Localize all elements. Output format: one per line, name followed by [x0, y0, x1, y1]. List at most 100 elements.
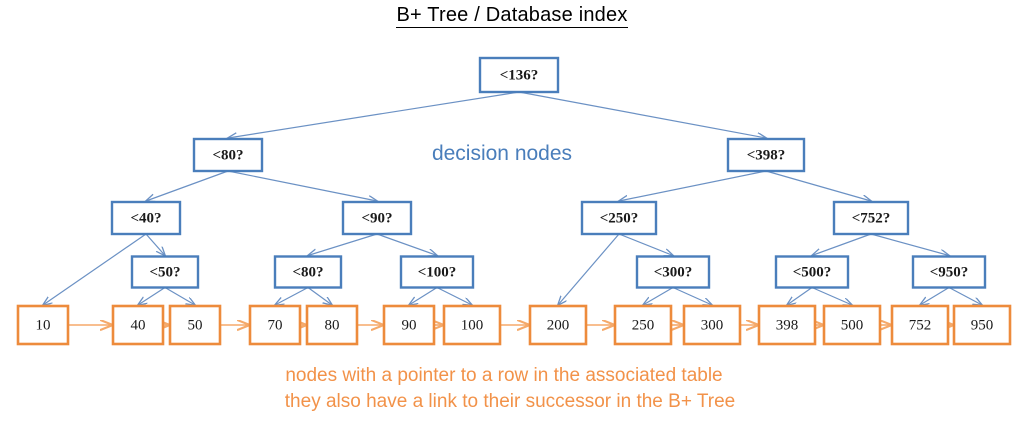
leaf-node[interactable]: 752 — [890, 304, 950, 346]
leaf-node-box — [528, 304, 588, 346]
tree-edge — [145, 233, 165, 256]
tree-edge — [948, 286, 982, 306]
decision-nodes-annotation: decision nodes — [432, 142, 572, 165]
decision-node-label: <300? — [654, 264, 693, 280]
tree-edge — [618, 233, 673, 256]
leaf-node-label: 50 — [188, 317, 203, 333]
leaf-node-box — [168, 304, 222, 346]
tree-edge — [811, 286, 852, 306]
decision-node[interactable]: <250? — [580, 200, 658, 236]
decision-node-box — [110, 200, 182, 236]
page-title-text: B+ Tree / Database index — [396, 4, 628, 28]
leaf-node-box — [382, 304, 436, 346]
decision-node[interactable]: <752? — [832, 200, 910, 236]
leaf-node[interactable]: 500 — [822, 304, 882, 346]
tree-edge — [518, 91, 766, 138]
decision-node[interactable]: <100? — [399, 255, 475, 289]
decision-node[interactable]: <398? — [726, 137, 806, 173]
tree-edge — [275, 286, 309, 306]
tree-edge — [558, 233, 620, 305]
tree-edge — [164, 286, 195, 306]
decision-node-box — [726, 137, 806, 173]
leaf-node[interactable]: 10 — [16, 304, 70, 346]
decision-node-label: <950? — [930, 264, 969, 280]
leaf-node[interactable]: 70 — [248, 304, 302, 346]
decision-node-box — [832, 200, 910, 236]
tree-edge — [409, 286, 438, 306]
leaf-node-label: 40 — [131, 317, 146, 333]
tree-edge — [812, 233, 872, 256]
leaf-node-label: 398 — [776, 317, 799, 333]
decision-node-box — [911, 255, 987, 289]
decision-node-label: <80? — [212, 147, 243, 163]
decision-node[interactable]: <90? — [341, 200, 413, 236]
leaf-node[interactable]: 50 — [168, 304, 222, 346]
decision-node-box — [130, 255, 200, 289]
leaf-node-box — [757, 304, 817, 346]
leaf-node-label: 752 — [909, 317, 932, 333]
page-title: B+ Tree / Database index — [0, 4, 1024, 28]
tree-edge — [228, 91, 520, 138]
tree-edge — [436, 286, 472, 306]
decision-node-label: <250? — [600, 210, 639, 226]
leaf-node[interactable]: 90 — [382, 304, 436, 346]
leaf-node[interactable]: 80 — [305, 304, 359, 346]
decision-node[interactable]: <136? — [478, 56, 560, 94]
decision-node[interactable]: <300? — [635, 255, 711, 289]
decision-node-box — [635, 255, 711, 289]
leaf-node-box — [305, 304, 359, 346]
leaf-node-box — [890, 304, 950, 346]
decision-node-label: <90? — [361, 210, 392, 226]
leaf-nodes-layer: 10 40 50 70 80 90 100 200 250 300 398 500 752 950 — [16, 304, 1012, 346]
tree-edge — [643, 286, 674, 306]
leaf-node-box — [682, 304, 742, 346]
leaf-node-label: 250 — [632, 317, 655, 333]
tree-edge — [138, 286, 166, 306]
decision-node[interactable]: <40? — [110, 200, 182, 236]
tree-edge — [308, 233, 378, 256]
decision-node-label: <398? — [747, 147, 786, 163]
leaf-node[interactable]: 250 — [613, 304, 673, 346]
tree-edge — [920, 286, 950, 306]
leaf-node[interactable]: 100 — [442, 304, 502, 346]
decision-node-label: <136? — [500, 67, 539, 83]
decision-node[interactable]: <80? — [192, 137, 264, 173]
leaf-caption-line-1: nodes with a pointer to a row in the ass… — [285, 365, 722, 386]
leaf-node[interactable]: 40 — [111, 304, 165, 346]
leaf-node[interactable]: 200 — [528, 304, 588, 346]
decision-node-box — [399, 255, 475, 289]
tree-edge — [765, 170, 871, 201]
tree-edge — [227, 170, 377, 201]
leaf-node-box — [248, 304, 302, 346]
decision-node[interactable]: <500? — [774, 255, 850, 289]
tree-edge — [787, 287, 813, 306]
decision-node-label: <500? — [793, 264, 832, 280]
tree-edge — [619, 170, 767, 201]
leaf-node-label: 70 — [268, 317, 283, 333]
decision-node[interactable]: <950? — [911, 255, 987, 289]
leaf-node-label: 300 — [701, 317, 724, 333]
decision-node[interactable]: <50? — [130, 255, 200, 289]
decision-node-label: <50? — [149, 264, 180, 280]
leaf-node[interactable]: 950 — [952, 304, 1012, 346]
leaf-node-box — [442, 304, 502, 346]
leaf-node-label: 10 — [36, 317, 51, 333]
decision-node-box — [341, 200, 413, 236]
tree-edge — [672, 286, 712, 306]
leaf-node[interactable]: 300 — [682, 304, 742, 346]
leaf-node-box — [952, 304, 1012, 346]
decision-node-label: <80? — [292, 264, 323, 280]
decision-node-box — [273, 255, 343, 289]
leaf-node-label: 950 — [971, 317, 994, 333]
tree-edge — [43, 233, 147, 305]
leaf-node-label: 90 — [402, 317, 417, 333]
leaf-caption-line-2: they also have a link to their successor… — [285, 391, 735, 412]
leaf-node-label: 80 — [325, 317, 340, 333]
leaf-node-box — [111, 304, 165, 346]
decision-node[interactable]: <80? — [273, 255, 343, 289]
leaf-node[interactable]: 398 — [757, 304, 817, 346]
leaf-node-box — [613, 304, 673, 346]
tree-edge — [376, 233, 437, 256]
